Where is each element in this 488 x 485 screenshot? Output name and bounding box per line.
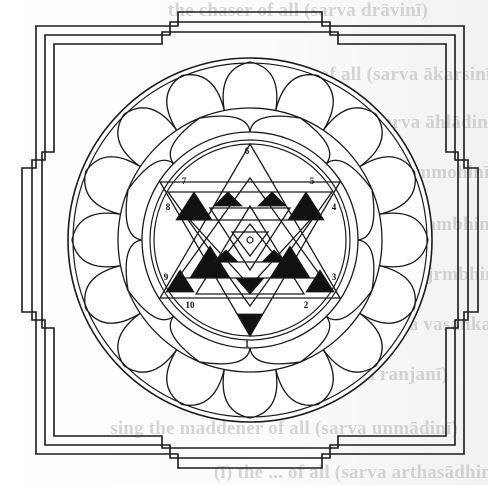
- triangle-number-label: 3: [332, 272, 337, 282]
- triangle-number-label: 4: [332, 202, 337, 212]
- triangle-number-label: 5: [310, 176, 315, 186]
- triangle-number-label: 6: [245, 146, 250, 156]
- triangle-number-label: 8: [166, 202, 171, 212]
- bindu-point: [247, 237, 253, 243]
- triangle-number-label: 10: [186, 300, 196, 310]
- triangle-number-label: 9: [164, 272, 169, 282]
- triangle-number-label: 1: [245, 339, 250, 349]
- triangle-number-label: 2: [304, 300, 309, 310]
- triangle-number-label: 7: [182, 176, 187, 186]
